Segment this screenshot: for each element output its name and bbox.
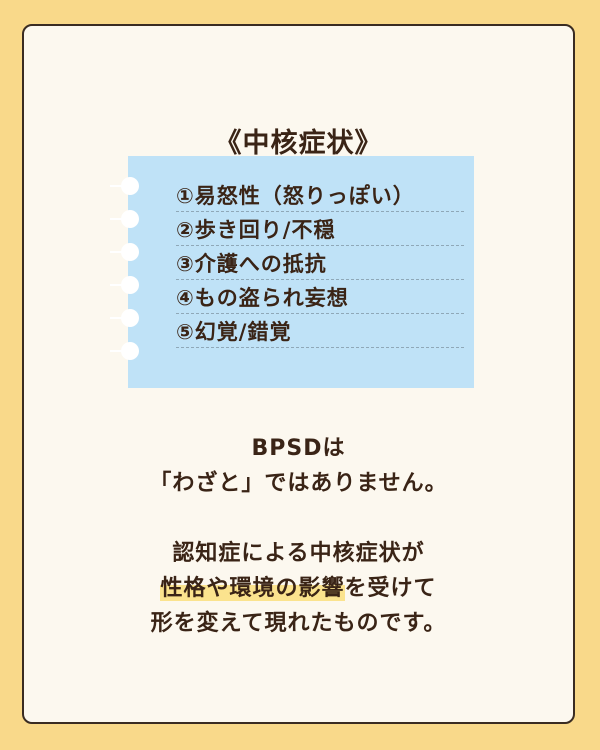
ring-hole bbox=[121, 210, 139, 228]
message-line: 「わざと」ではありません。 bbox=[149, 471, 448, 496]
message-spacer bbox=[24, 501, 573, 536]
notepad: ①易怒性（怒りっぽい） ②歩き回り/不穏 ③介護への抵抗 ④もの盗られ妄想 ⑤幻… bbox=[110, 156, 474, 388]
ring-hole bbox=[121, 177, 139, 195]
ring-hole bbox=[121, 276, 139, 294]
list-item: ①易怒性（怒りっぽい） bbox=[176, 178, 464, 212]
ring-hole bbox=[121, 309, 139, 327]
message: BPSDは 「わざと」ではありません。 認知症による中核症状が 性格や環境の影響… bbox=[24, 431, 573, 641]
message-line: 形を変えて現れたものです。 bbox=[150, 611, 447, 636]
list-item: ⑤幻覚/錯覚 bbox=[176, 314, 464, 348]
list-item: ④もの盗られ妄想 bbox=[176, 280, 464, 314]
ring-hole bbox=[121, 342, 139, 360]
symptom-list: ①易怒性（怒りっぽい） ②歩き回り/不穏 ③介護への抵抗 ④もの盗られ妄想 ⑤幻… bbox=[176, 178, 464, 348]
message-line: 認知症による中核症状が bbox=[172, 541, 425, 566]
card: 《中核症状》 ①易怒性（怒りっぽい） ②歩き回り/不穏 ③介護への抵抗 ④もの盗… bbox=[22, 24, 575, 724]
message-text: を受けて bbox=[344, 576, 437, 601]
message-line: 性格や環境の影響を受けて bbox=[24, 571, 573, 606]
message-line: BPSDは bbox=[251, 436, 346, 461]
list-item: ②歩き回り/不穏 bbox=[176, 212, 464, 246]
page-title: 《中核症状》 bbox=[214, 128, 383, 159]
ring-hole bbox=[121, 243, 139, 261]
list-item: ③介護への抵抗 bbox=[176, 246, 464, 280]
highlighted-text: 性格や環境の影響 bbox=[160, 576, 345, 601]
